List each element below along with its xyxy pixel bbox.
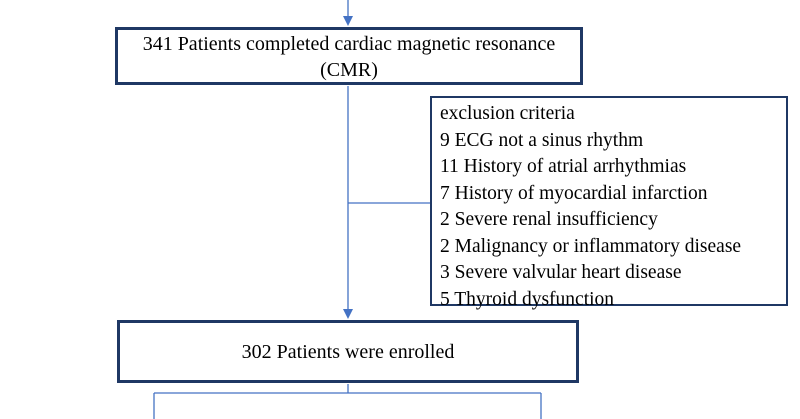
- exclusion-item: 9 ECG not a sinus rhythm: [440, 129, 644, 151]
- enrolled-label: 302 Patients were enrolled: [241, 340, 455, 363]
- exclusion-criteria-box: exclusion criteria 9 ECG not a sinus rhy…: [430, 96, 788, 310]
- enrolled-box: 302 Patients were enrolled: [117, 320, 579, 383]
- cmr-box-line2: (CMR): [320, 59, 378, 81]
- exclusion-item: 11 History of atrial arrhythmias: [440, 156, 687, 177]
- cmr-box-line1: 341 Patients completed cardiac magnetic …: [142, 33, 556, 55]
- exclusion-item: 2 Malignancy or inflammatory disease: [440, 235, 742, 257]
- cmr-completed-box: 341 Patients completed cardiac magnetic …: [115, 27, 583, 85]
- exclusion-item: 5 Thyroid dysfunction: [440, 288, 615, 310]
- exclusion-item: 3 Severe valvular heart disease: [440, 262, 682, 283]
- exclusion-item: 2 Severe renal insufficiency: [440, 209, 658, 230]
- exclusion-item: 7 History of myocardial infarction: [440, 182, 708, 204]
- exclusion-title: exclusion criteria: [440, 103, 575, 124]
